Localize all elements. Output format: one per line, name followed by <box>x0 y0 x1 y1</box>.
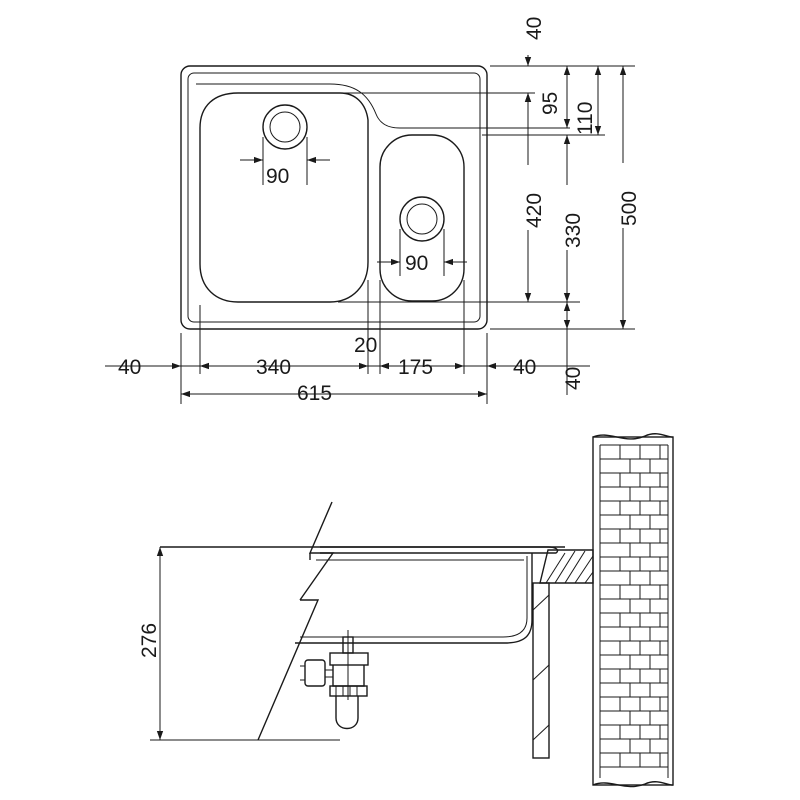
countertop-section <box>539 549 594 584</box>
drain-siphon <box>300 630 369 730</box>
depth-dimensions: 40 95 110 420 330 500 40 <box>515 17 641 395</box>
top-view: 90 90 <box>105 17 641 405</box>
sink-bowl-profile <box>295 553 533 644</box>
width-bowl-left-label: 340 <box>256 356 291 379</box>
depth-bowl-left-label: 420 <box>523 193 546 228</box>
sink-outer-rim <box>180 65 488 330</box>
large-bowl-drain <box>262 104 308 150</box>
large-bowl-flange <box>196 83 470 129</box>
sink-inner-rim <box>187 72 481 323</box>
small-bowl <box>379 134 465 302</box>
width-bowl-right-label: 175 <box>398 356 433 379</box>
depth-total-label: 500 <box>618 191 641 226</box>
height-dimension: 276 <box>138 547 340 741</box>
depth-offset-right-label: 110 <box>574 102 597 135</box>
large-bowl <box>199 92 369 303</box>
drain-dimension-left: 90 <box>240 137 330 188</box>
depth-margin-top-label: 40 <box>523 17 546 40</box>
drain-right-label: 90 <box>405 252 428 275</box>
sink-rim <box>320 546 559 554</box>
width-dimensions: 40 340 20 175 40 615 <box>105 334 590 405</box>
depth-offset-left-label: 95 <box>539 92 562 115</box>
width-total-label: 615 <box>297 382 332 405</box>
break-line <box>257 501 335 741</box>
drain-dimension-right: 90 <box>377 229 467 276</box>
width-divider-label: 20 <box>354 334 377 357</box>
brick-wall <box>592 433 674 788</box>
width-margin-right-label: 40 <box>513 356 536 379</box>
drain-left-label: 90 <box>266 165 289 188</box>
small-bowl-drain <box>399 196 445 242</box>
depth-bowl-right-label: 330 <box>562 213 585 248</box>
width-margin-left-label: 40 <box>118 356 141 379</box>
cabinet-panel <box>532 582 550 759</box>
side-view: 276 <box>138 433 674 788</box>
height-label: 276 <box>138 623 161 658</box>
depth-margin-bottom-label: 40 <box>562 367 585 390</box>
